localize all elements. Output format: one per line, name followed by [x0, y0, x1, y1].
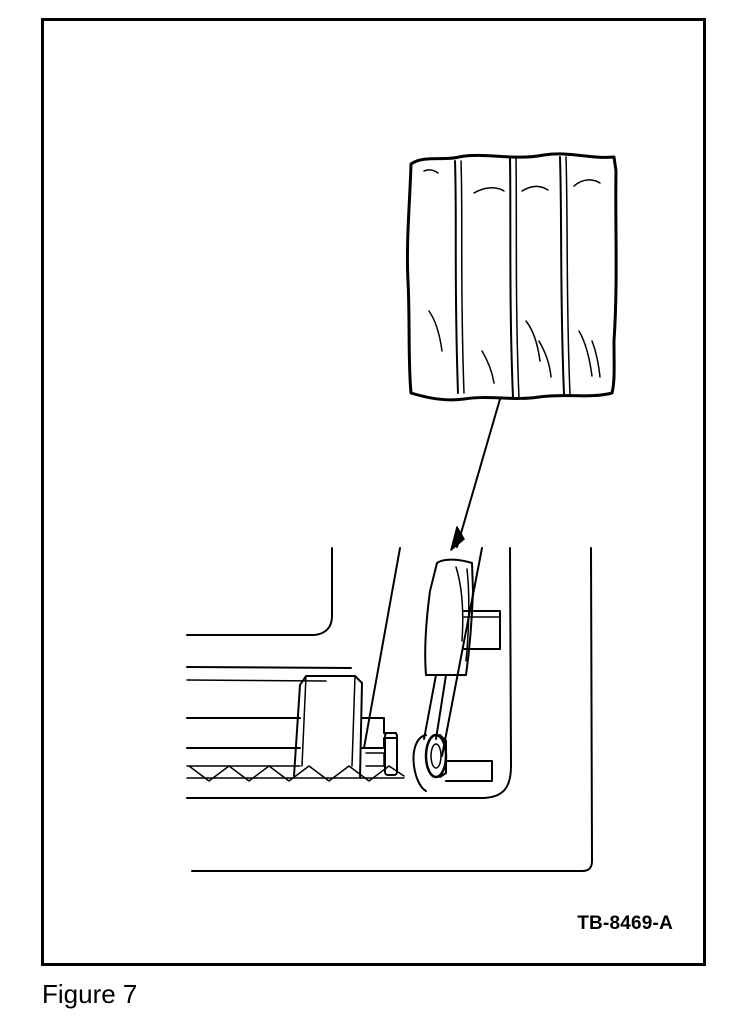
technical-illustration: [186, 152, 618, 872]
figure-id-label: TB-8469-A: [577, 913, 673, 934]
arrow-icon: [450, 398, 501, 551]
figure-caption: Figure 7: [42, 979, 138, 1009]
magnified-boot-icon: [405, 152, 618, 402]
figure-frame: TB-8469-A: [41, 18, 706, 966]
assembly-drawing-icon: [186, 547, 593, 872]
